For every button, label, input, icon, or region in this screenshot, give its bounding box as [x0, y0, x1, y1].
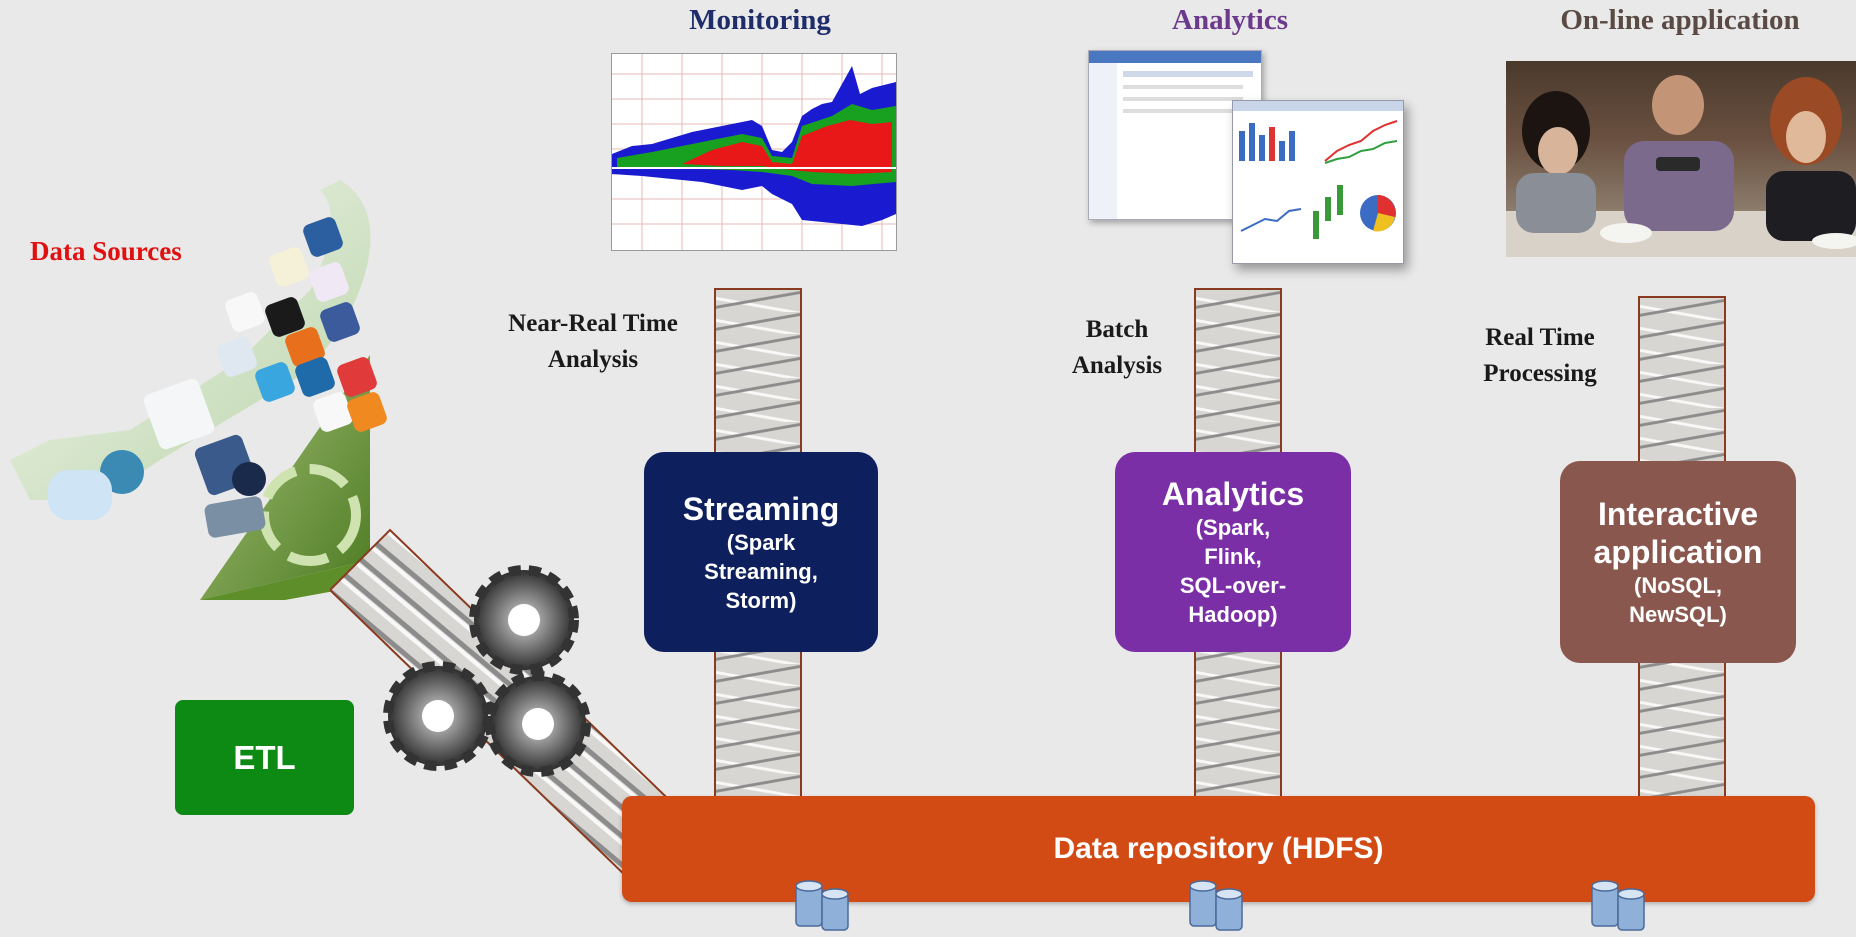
caption-line-1: Batch	[1085, 316, 1149, 343]
data-repository-label: Data repository (HDFS)	[1053, 832, 1384, 865]
caption-line-2: Analysis	[1071, 352, 1163, 379]
streaming-detail-2: Streaming,	[704, 558, 818, 584]
monitoring-chart-image	[611, 53, 897, 251]
near-real-time-caption: Near-Real Time Analysis	[470, 306, 716, 378]
database-icon	[1591, 880, 1645, 931]
interactive-title-line-1: Interactive	[1597, 496, 1759, 532]
analytics-detail-2: Flink,	[1204, 544, 1262, 569]
etl-label: ETL	[233, 738, 296, 776]
monitoring-title: Monitoring	[689, 4, 831, 36]
interactive-detail-2: NewSQL)	[1629, 602, 1727, 627]
interactive-title-line-2: application	[1593, 534, 1763, 570]
streaming-detail-1: (Spark	[726, 529, 796, 555]
etl-box: ETL	[175, 700, 354, 815]
streaming-box: Streaming (Spark Streaming, Storm)	[644, 452, 878, 652]
analytics-title: Analytics	[1161, 476, 1305, 512]
streaming-detail-3: Storm)	[725, 587, 797, 613]
database-icon	[1189, 880, 1243, 931]
streaming-title: Streaming	[682, 490, 840, 527]
analytics-charts-image	[1232, 100, 1404, 264]
map-pin-icon	[232, 462, 266, 496]
online-application-photo	[1506, 61, 1856, 257]
gears-icon	[383, 565, 591, 777]
caption-line-1: Real Time	[1485, 324, 1595, 351]
data-sources-title: Data Sources	[30, 236, 182, 266]
batch-analysis-caption: Batch Analysis	[1040, 312, 1194, 384]
caption-line-1: Near-Real Time	[508, 310, 678, 337]
person-icon	[48, 470, 112, 520]
interactive-application-box: Interactive application (NoSQL, NewSQL)	[1560, 461, 1796, 663]
analytics-detail-4: Hadoop)	[1188, 602, 1278, 627]
analytics-detail-3: SQL-over-	[1179, 573, 1287, 598]
interactive-detail-1: (NoSQL,	[1634, 573, 1722, 598]
database-icon	[795, 880, 849, 931]
online-application-title: On-line application	[1560, 4, 1800, 36]
analytics-view-title: Analytics	[1172, 4, 1288, 36]
caption-line-2: Processing	[1483, 360, 1597, 387]
analytics-detail-1: (Spark,	[1195, 515, 1271, 540]
analytics-box: Analytics (Spark, Flink, SQL-over- Hadoo…	[1115, 452, 1351, 652]
real-time-processing-caption: Real Time Processing	[1460, 320, 1620, 392]
caption-line-2: Analysis	[547, 346, 639, 373]
